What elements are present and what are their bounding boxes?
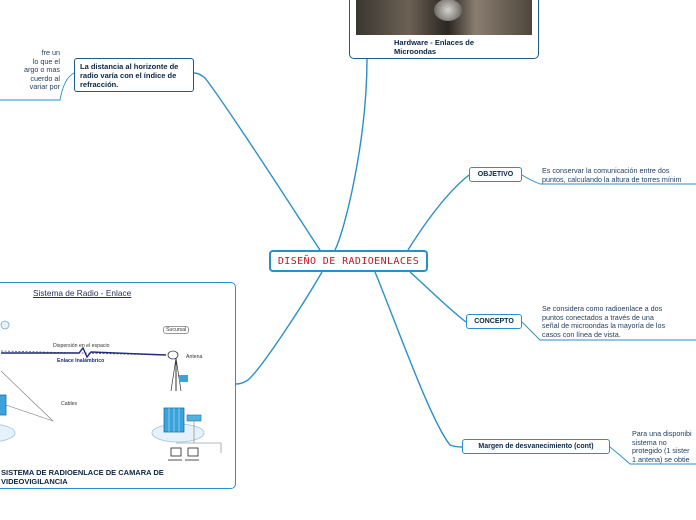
link-objetivo-text xyxy=(521,174,696,185)
enlace-label: Enlace Inalámbrico xyxy=(57,358,105,364)
radio-link-diagram xyxy=(0,320,222,461)
building-right-icon xyxy=(163,407,185,433)
margen-label: Margen de desvanecimiento (cont) xyxy=(478,443,594,450)
concepto-text: Se considera como radioenlace a dos punt… xyxy=(542,304,666,339)
sucursal-label: Sucursal xyxy=(163,326,190,334)
link-sistema xyxy=(235,271,323,385)
link-margen-text xyxy=(609,446,696,465)
central-title: DISEÑO DE RADIOENLACES xyxy=(277,255,420,267)
microwave-photo xyxy=(356,0,532,35)
hardware-caption: Hardware - Enlaces de Microondas xyxy=(394,38,475,56)
building-left-icon xyxy=(0,394,7,416)
horizonte-node[interactable]: La distancia al horizonte de radio varía… xyxy=(74,58,194,92)
horizonte-side-text: fre un lo que el argo o mas cuerdo al va… xyxy=(24,48,60,92)
objetivo-label: OBJETIVO xyxy=(477,171,514,178)
computers-icon xyxy=(168,447,199,461)
link-horizonte xyxy=(193,72,321,251)
horizonte-label: La distancia al horizonte de radio varía… xyxy=(80,62,179,89)
link-objetivo xyxy=(407,174,470,251)
antenna-tower-icon xyxy=(167,350,188,392)
margen-node[interactable]: Margen de desvanecimiento (cont) xyxy=(462,439,610,454)
link-concepto-text xyxy=(521,321,696,341)
switch-icon xyxy=(186,414,202,422)
concepto-label: CONCEPTO xyxy=(474,318,514,325)
link-hardware xyxy=(334,58,368,251)
objetivo-node[interactable]: OBJETIVO xyxy=(469,167,522,182)
margen-text: Para una disponibi sistema no protegido … xyxy=(632,430,692,464)
remote-antenna-icon xyxy=(0,320,10,330)
objetivo-text: Es conservar la comunicación entre dos p… xyxy=(542,166,682,184)
sistema-node[interactable]: Sistema de Radio - Enlace xyxy=(0,282,236,489)
cables-label: Cables xyxy=(61,401,78,407)
link-horizonte-text xyxy=(0,72,75,101)
wireless-link-icon xyxy=(1,346,167,359)
sistema-title: Sistema de Radio - Enlace xyxy=(33,288,132,298)
antena-label: Antena xyxy=(186,354,203,360)
hardware-node[interactable]: Hardware - Enlaces de Microondas xyxy=(349,0,539,59)
link-concepto xyxy=(409,271,467,323)
sistema-caption: SISTEMA DE RADIOENLACE DE CAMARA DE VIDE… xyxy=(1,468,164,486)
link-margen xyxy=(374,271,463,448)
concepto-node[interactable]: CONCEPTO xyxy=(466,314,522,329)
central-topic[interactable]: DISEÑO DE RADIOENLACES xyxy=(269,250,428,272)
dispersion-label: Dispersión en el espacio xyxy=(53,343,110,349)
